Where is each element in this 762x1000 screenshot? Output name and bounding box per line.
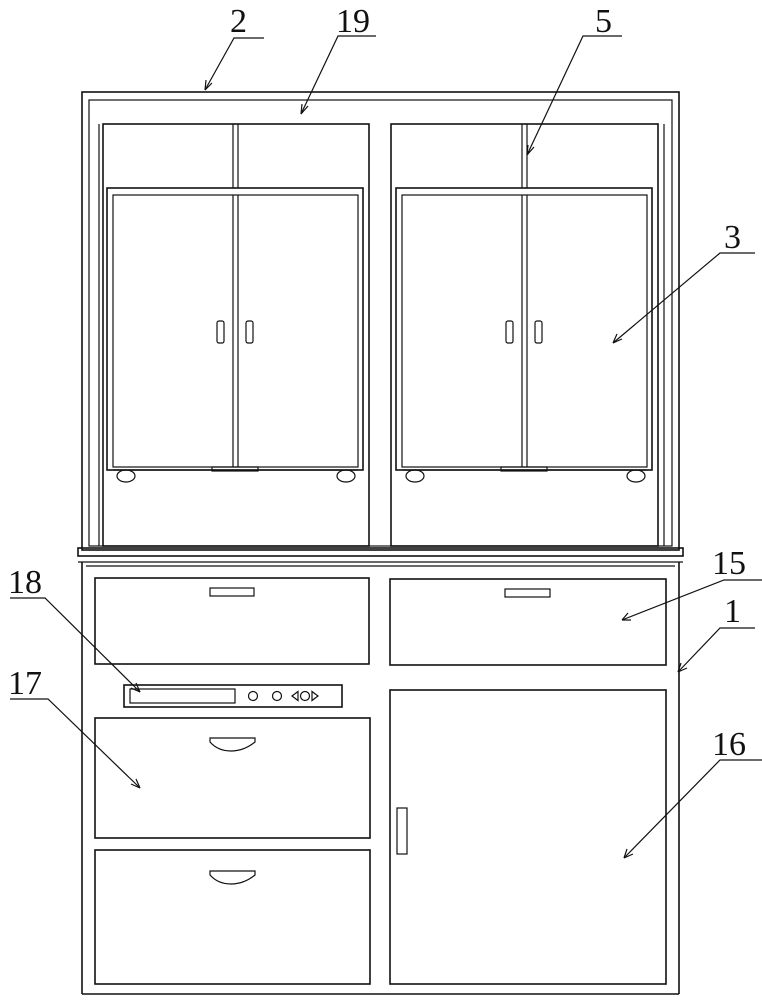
caster-wheel bbox=[116, 469, 136, 483]
control-panel bbox=[123, 684, 343, 708]
callout-3: 3 bbox=[724, 219, 741, 256]
leader-lines bbox=[10, 35, 762, 859]
power-button-icon bbox=[247, 690, 259, 702]
leader-15 bbox=[621, 579, 762, 621]
round-button-icon bbox=[271, 690, 283, 702]
middle-left-drawer bbox=[94, 717, 371, 839]
left-cabinet-handle-left bbox=[216, 320, 225, 344]
lower-cabinet-body bbox=[81, 562, 680, 995]
caster-wheel bbox=[336, 469, 356, 483]
door-handle bbox=[396, 807, 408, 855]
right-door bbox=[389, 689, 667, 985]
middle-shelf bbox=[77, 547, 684, 563]
caster-wheel bbox=[405, 469, 425, 483]
callout-labels: 2 19 5 3 15 18 1 17 16 bbox=[8, 3, 746, 763]
bottom-left-drawer bbox=[94, 849, 371, 985]
left-compartment bbox=[102, 123, 370, 547]
ok-button-icon bbox=[299, 690, 311, 702]
leader-1 bbox=[677, 627, 755, 673]
caster-wheel bbox=[626, 469, 646, 483]
upper-frame bbox=[81, 91, 680, 551]
recessed-handle bbox=[209, 737, 256, 752]
right-compartment bbox=[390, 123, 659, 547]
callout-5: 5 bbox=[595, 3, 612, 40]
callout-18: 18 bbox=[8, 564, 42, 601]
leader-3 bbox=[612, 252, 755, 344]
drawer-handle bbox=[209, 587, 255, 597]
left-inner-cabinet bbox=[106, 187, 364, 483]
callout-15: 15 bbox=[712, 545, 746, 582]
leader-19 bbox=[300, 35, 376, 115]
callout-19: 19 bbox=[336, 3, 370, 40]
leader-17 bbox=[10, 698, 141, 789]
callout-1: 1 bbox=[724, 593, 741, 630]
display-screen bbox=[129, 688, 236, 704]
left-arrow-icon bbox=[291, 690, 299, 702]
callout-2: 2 bbox=[230, 3, 247, 40]
leader-18 bbox=[10, 597, 141, 693]
right-cabinet-handle-right bbox=[534, 320, 543, 344]
recessed-handle bbox=[209, 870, 256, 885]
leader-2 bbox=[204, 37, 264, 91]
right-inner-cabinet bbox=[395, 187, 653, 483]
right-arrow-icon bbox=[311, 690, 319, 702]
left-cabinet-handle-right bbox=[245, 320, 254, 344]
callout-16: 16 bbox=[712, 726, 746, 763]
callout-17: 17 bbox=[8, 665, 42, 702]
right-cabinet-handle-left bbox=[505, 320, 514, 344]
drawer-handle bbox=[504, 588, 551, 598]
inner-chamber-frame bbox=[98, 124, 665, 546]
leader-5 bbox=[526, 35, 622, 156]
top-left-drawer bbox=[94, 577, 370, 665]
leader-16 bbox=[623, 759, 762, 859]
top-right-drawer bbox=[389, 578, 667, 666]
